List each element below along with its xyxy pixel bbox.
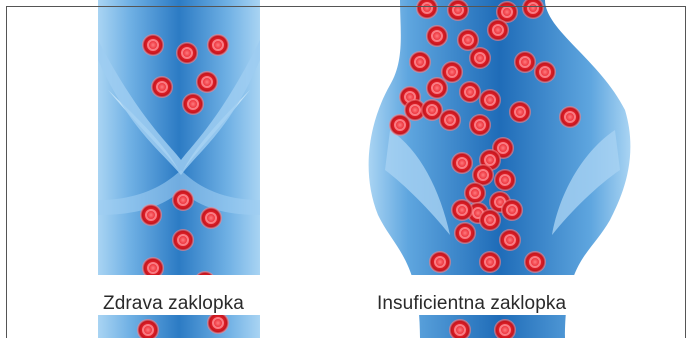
blood-cell bbox=[524, 251, 546, 273]
blood-cell bbox=[451, 199, 473, 221]
blood-cell bbox=[479, 209, 501, 231]
blood-cell bbox=[457, 29, 479, 51]
blood-cell bbox=[559, 106, 581, 128]
blood-cell bbox=[389, 114, 411, 136]
blood-cell bbox=[447, 0, 469, 21]
blood-cell bbox=[451, 152, 473, 174]
blood-cell bbox=[207, 312, 229, 334]
blood-cell bbox=[439, 109, 461, 131]
blood-cell bbox=[151, 76, 173, 98]
blood-cell bbox=[469, 114, 491, 136]
blood-cell bbox=[140, 204, 162, 226]
blood-cell bbox=[499, 229, 521, 251]
blood-cell bbox=[479, 89, 501, 111]
blood-cell bbox=[200, 207, 222, 229]
blood-cell bbox=[509, 101, 531, 123]
blood-cell bbox=[172, 189, 194, 211]
blood-cell bbox=[182, 93, 204, 115]
blood-cell bbox=[426, 77, 448, 99]
blood-cell bbox=[429, 251, 451, 273]
blood-cell bbox=[207, 34, 229, 56]
blood-cell bbox=[172, 229, 194, 251]
frame-left bbox=[6, 6, 7, 338]
healthy-valve-label: Zdrava zaklopka bbox=[103, 293, 244, 315]
blood-cell bbox=[514, 51, 536, 73]
frame-top bbox=[6, 6, 686, 7]
blood-cell bbox=[196, 71, 218, 93]
blood-cell bbox=[441, 61, 463, 83]
insufficient-valve-label: Insuficientna zaklopka bbox=[377, 293, 566, 315]
blood-cell bbox=[494, 169, 516, 191]
blood-cell bbox=[176, 42, 198, 64]
blood-cell bbox=[501, 199, 523, 221]
blood-cell bbox=[479, 251, 501, 273]
blood-cell bbox=[459, 81, 481, 103]
blood-cell bbox=[469, 47, 491, 69]
blood-cell bbox=[534, 61, 556, 83]
blood-cell bbox=[142, 34, 164, 56]
blood-cell bbox=[426, 25, 448, 47]
blood-cell bbox=[454, 222, 476, 244]
blood-cell bbox=[487, 19, 509, 41]
frame-right bbox=[685, 6, 686, 338]
blood-cell bbox=[409, 51, 431, 73]
